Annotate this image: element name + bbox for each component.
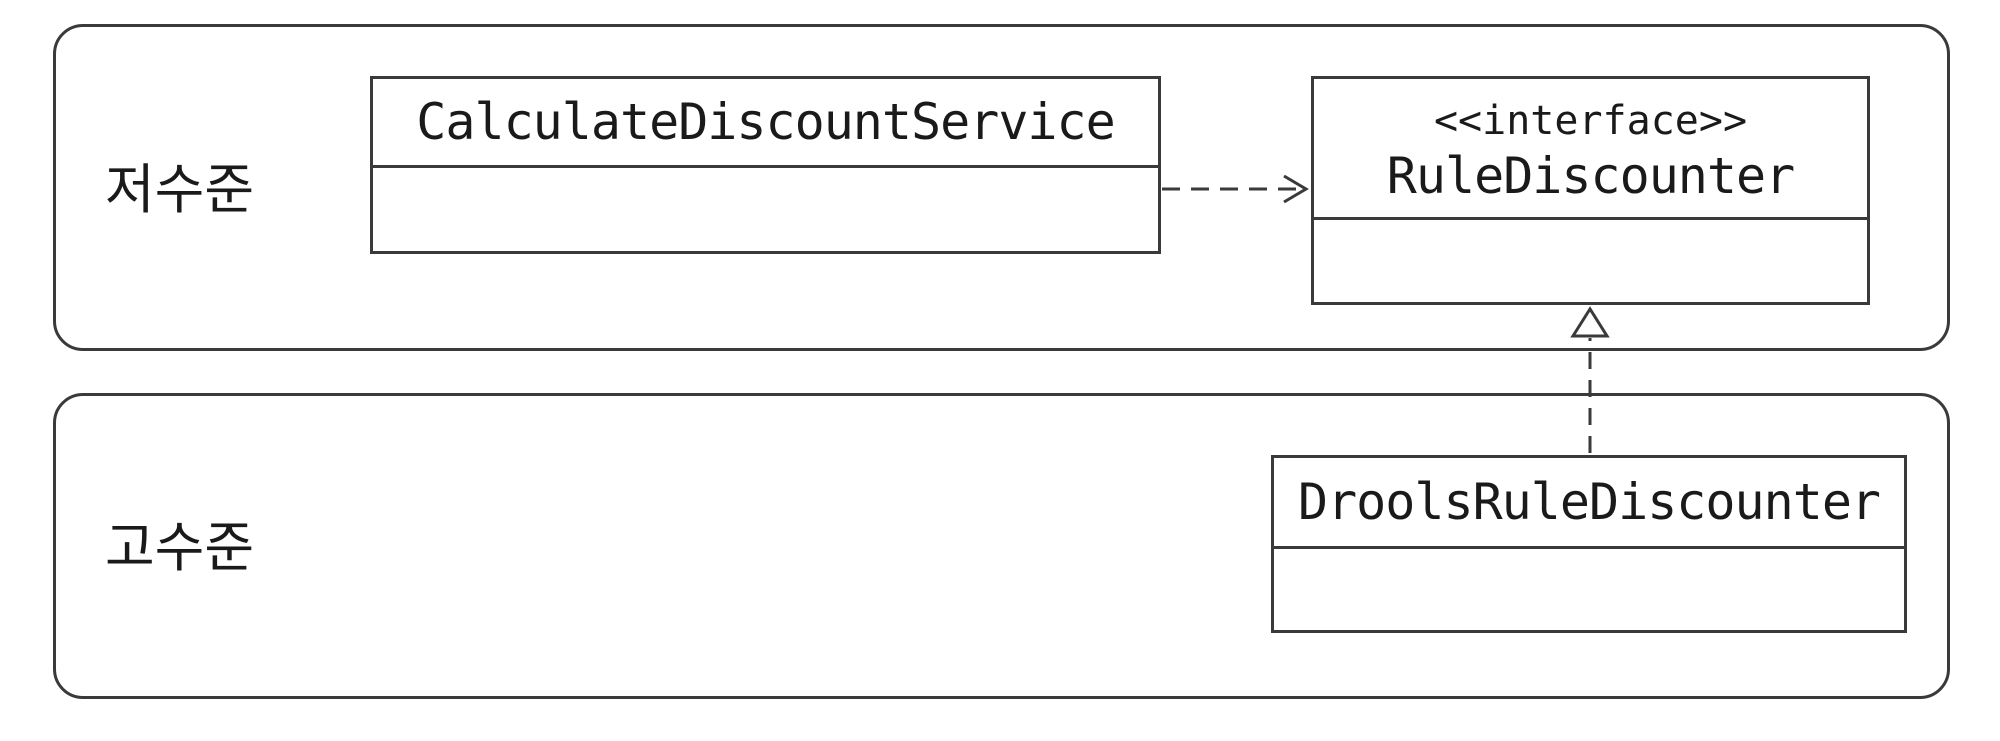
class-name: RuleDiscounter bbox=[1386, 147, 1795, 205]
class-header: DroolsRuleDiscounter bbox=[1274, 458, 1904, 549]
class-members bbox=[1314, 220, 1867, 302]
drools-rule-discounter-class[interactable]: DroolsRuleDiscounter bbox=[1271, 455, 1907, 633]
class-name: CalculateDiscountService bbox=[416, 93, 1115, 151]
calculate-discount-service-class[interactable]: CalculateDiscountService bbox=[370, 76, 1161, 254]
interface-stereotype: <<interface>> bbox=[1433, 98, 1748, 144]
rule-discounter-interface[interactable]: <<interface>> RuleDiscounter bbox=[1311, 76, 1870, 305]
high-level-layer-label: 고수준 bbox=[105, 516, 255, 579]
class-members bbox=[1274, 549, 1904, 630]
class-members bbox=[373, 168, 1158, 251]
class-name: DroolsRuleDiscounter bbox=[1297, 473, 1881, 531]
class-header: <<interface>> RuleDiscounter bbox=[1314, 79, 1867, 220]
class-header: CalculateDiscountService bbox=[373, 79, 1158, 168]
low-level-layer-label: 저수준 bbox=[105, 158, 255, 221]
